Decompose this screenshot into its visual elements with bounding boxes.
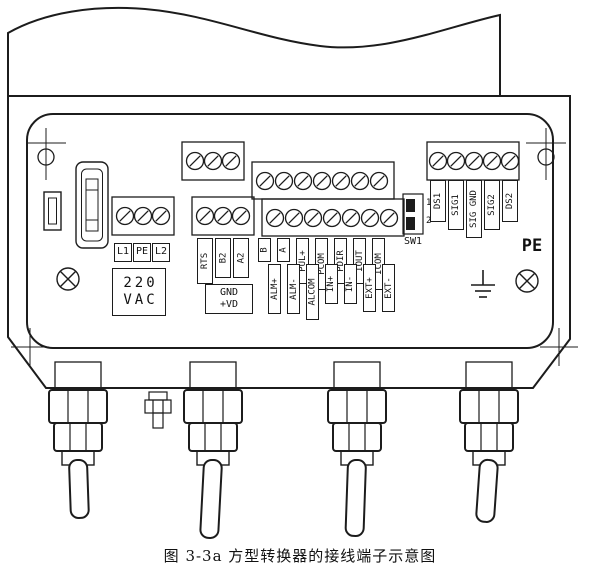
label-terminal-sig2: SIG2 [484,180,500,230]
cable-gland-2 [183,361,243,539]
terminal-screw [265,208,285,228]
cable-3 [344,458,367,537]
power-voltage-label: 220 VAC [112,268,166,316]
terminal-screw [322,208,342,228]
comm-terminal-block-lower [191,196,255,236]
terminal-screw [133,206,153,226]
label-terminal-b2: B2 [215,238,231,278]
terminal-screw [350,171,370,191]
dip-position-1-label: 1 [426,198,432,208]
cable-2 [199,458,223,539]
terminal-screw [331,171,351,191]
aux-line-gnd: GND [219,286,239,298]
label-terminal-a2: A2 [233,238,249,278]
terminal-screw [151,206,171,226]
terminal-screw [464,151,484,171]
label-terminal-b: B [258,238,271,262]
terminal-screw [284,208,304,228]
terminal-screw [185,151,205,171]
aux-line-vd: +VD [219,299,239,310]
crosshair-mark-top-left [26,128,66,180]
cable-gland-3 [327,361,387,537]
crosshair-mark-bottom-left [11,328,49,366]
label-terminal-sig-gnd: SIG GND [466,180,482,238]
faceplate-outline [7,95,571,389]
comm-terminal-block-upper [181,141,245,181]
panel-screw-right [515,269,539,293]
terminal-screw [360,208,380,228]
power-terminal-block [111,196,175,236]
label-terminal-sig1: SIG1 [448,180,464,230]
vent-plug [144,391,172,429]
terminal-screw [255,171,275,191]
label-terminal-ds2: DS2 [502,180,518,222]
comm-aux-label: GND +VD [205,284,253,314]
terminal-screw [274,171,294,191]
dip-switch-actuator-2 [406,217,415,230]
terminal-screw [303,208,323,228]
cable-gland-4 [459,361,519,523]
signal-terminal-block [426,141,520,181]
ground-symbol [471,270,495,298]
fuse-holder [75,161,109,249]
terminal-screw [312,171,332,191]
voltage-line-1: 220 [123,274,158,291]
fuse-clip [43,191,62,231]
label-terminal-rts: RTS [197,238,213,284]
terminal-screw [446,151,466,171]
pe-ground-label: PE [521,236,543,256]
cable-1 [68,458,90,520]
label-terminal-in-minus: IN- [344,264,357,304]
crosshair-mark-top-right [526,128,566,180]
panel-screw-left [56,267,80,291]
dip-switch-actuator-1 [406,199,415,212]
dip-switch-name: SW1 [403,236,423,247]
label-terminal-a: A [277,238,290,262]
label-terminal-alm-plus: ALM+ [268,264,281,314]
label-terminal-ext-minus: EXT- [382,264,395,312]
label-terminal-alm-minus: ALM- [287,264,300,314]
terminal-screw [213,206,233,226]
terminal-screw [231,206,251,226]
cable-gland-1 [48,361,108,520]
terminal-screw [293,171,313,191]
terminal-screw [221,151,241,171]
terminal-screw [379,208,399,228]
housing-top-outline [7,6,501,97]
dip-position-2-label: 2 [426,216,432,226]
figure-caption: 图 3-3a 方型转换器的接线端子示意图 [163,547,437,565]
cable-4 [475,458,499,523]
dip-switch [402,193,424,235]
label-terminal-in-plus: IN+ [325,264,338,304]
io-terminal-row-bottom [261,198,405,237]
label-terminal-ext-plus: EXT+ [363,264,376,312]
terminal-screw [500,151,520,171]
label-terminal-l2: L2 [152,243,170,262]
terminal-screw [369,171,389,191]
label-terminal-pe: PE [133,243,151,262]
voltage-line-2: VAC [123,292,158,308]
label-terminal-alcom: ALCOM [306,264,319,320]
terminal-screw [341,208,361,228]
terminal-screw [203,151,223,171]
terminal-screw [195,206,215,226]
terminal-screw [428,151,448,171]
terminal-panel-outline [26,113,554,349]
io-terminal-row-top [251,161,395,200]
label-terminal-ds1: DS1 [430,180,446,222]
label-terminal-l1: L1 [114,243,132,262]
terminal-screw [115,206,135,226]
crosshair-mark-bottom-right [540,328,578,366]
terminal-screw [482,151,502,171]
